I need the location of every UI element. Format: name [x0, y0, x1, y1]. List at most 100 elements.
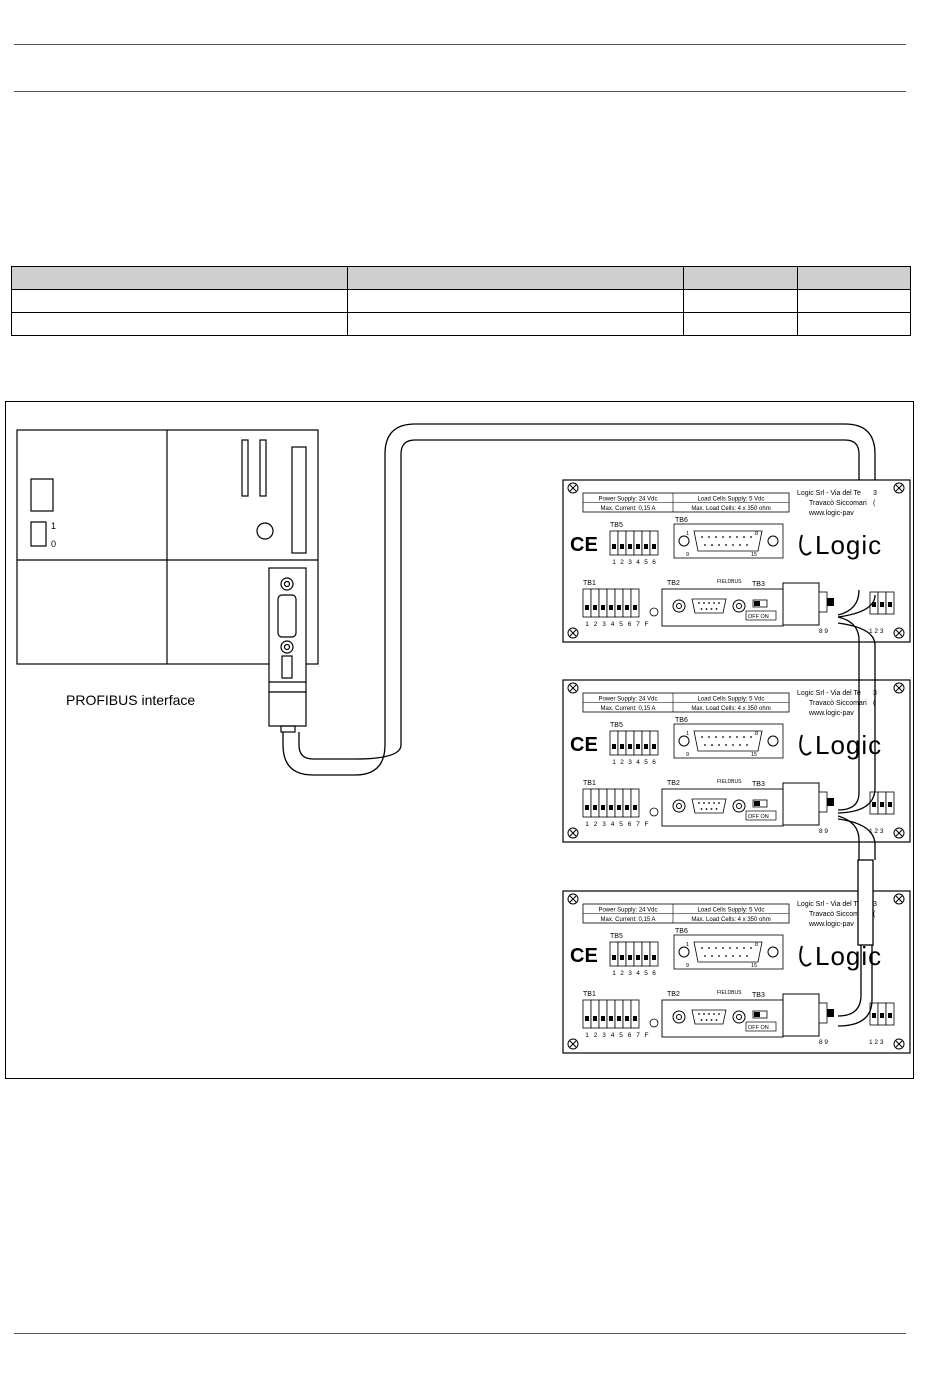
load-cells-supply-spec: Load Cells Supply: 5 Vdc — [697, 908, 764, 914]
company-address-line3: www.logic-pav — [808, 710, 854, 717]
fieldbus-label: FIELDBUS — [717, 579, 742, 585]
tb6-pin-15: 15 — [751, 963, 757, 969]
tb6-pin-8: 8 — [755, 531, 758, 537]
tb5-pin-label: 5 — [644, 759, 648, 766]
company-address-line2-tail: ( — [873, 911, 876, 918]
tb3-label: TB3 — [752, 781, 765, 788]
tb1-pin-label: 3 — [602, 621, 606, 628]
termination-switch — [752, 799, 768, 808]
tb1-pin-label: F — [645, 1032, 649, 1039]
wiring-diagram-frame — [5, 401, 914, 1079]
table-row — [11, 289, 911, 313]
max-load-cells-spec: Max. Load Cells: 4 x 350 ohm — [691, 506, 770, 512]
logic-logo: Logic — [799, 730, 882, 760]
company-address-line1: Logic Srl - Via del Te — [797, 690, 861, 697]
termination-switch — [752, 599, 768, 608]
tb1-pin-label: F — [645, 821, 649, 828]
profibus-interface-label: PROFIBUS interface — [66, 692, 195, 708]
tb3-label: TB3 — [752, 581, 765, 588]
max-current-spec: Max. Current: 0,15 A — [600, 506, 655, 512]
tb5-pin-label: 6 — [652, 759, 656, 766]
tb5-pin-label: 2 — [620, 559, 624, 566]
led-indicator — [649, 807, 659, 817]
tb4-terminal-block — [869, 1002, 895, 1026]
footer-rule — [14, 1333, 906, 1334]
profibus-cable — [282, 423, 876, 776]
company-address-line2-tail: ( — [873, 500, 876, 507]
ce-mark: CE — [570, 734, 598, 756]
tb2-fieldbus-db9-connector — [661, 588, 784, 627]
screw-icon — [893, 827, 905, 839]
led-indicator — [649, 607, 659, 617]
blank-table — [11, 266, 911, 336]
tb2-label: TB2 — [667, 991, 680, 998]
tb5-pin-label: 3 — [628, 559, 632, 566]
tb1-pin-label: 7 — [636, 821, 640, 828]
screw-icon — [567, 893, 579, 905]
tb1-pin-label: 1 — [585, 821, 589, 828]
screw-icon — [567, 482, 579, 494]
logo-text: Logic — [815, 941, 882, 971]
tb6-label: TB6 — [675, 928, 688, 935]
company-address-line1-tail: 3 — [873, 901, 877, 908]
tb5-pin-label: 2 — [620, 970, 624, 977]
tb5-pin-label: 1 — [612, 970, 616, 977]
power-supply-spec: Power Supply: 24 Vdc — [598, 497, 657, 503]
tb4-pin-labels: 1 2 3 — [869, 1039, 884, 1046]
logic-logo: Logic — [799, 530, 881, 560]
screw-icon — [893, 893, 905, 905]
logo-text: Logic — [815, 730, 882, 760]
tb5-pin-label: 1 — [612, 759, 616, 766]
max-load-cells-spec: Max. Load Cells: 4 x 350 ohm — [691, 917, 770, 923]
tb5-pin-label: 4 — [636, 970, 640, 977]
load-cells-supply-spec: Load Cells Supply: 5 Vdc — [697, 497, 764, 503]
tb1-pin-label: 2 — [594, 621, 598, 628]
tb5-pin-label: 2 — [620, 759, 624, 766]
header-rule-bottom — [14, 91, 906, 92]
tb5-pin-label: 5 — [644, 559, 648, 566]
tb5-pin-label: 6 — [652, 559, 656, 566]
tb4-terminal-block — [869, 591, 895, 615]
tb6-db15-connector — [673, 523, 784, 559]
tb5-label: TB5 — [610, 722, 623, 729]
max-current-spec: Max. Current: 0,15 A — [600, 706, 655, 712]
tb1-pin-label: 5 — [619, 621, 623, 628]
tb5-pin-label: 3 — [628, 759, 632, 766]
company-address-line3: www.logic-pav — [808, 921, 854, 928]
off-on-label: OFF ON — [748, 814, 769, 820]
power-supply-spec: Power Supply: 24 Vdc — [598, 697, 657, 703]
bus-plug — [782, 782, 820, 826]
led-indicator — [649, 1018, 659, 1028]
tb6-label: TB6 — [675, 717, 688, 724]
tb3-pin-labels: 8 9 — [819, 828, 828, 835]
company-address-line1: Logic Srl - Via del Te — [797, 490, 861, 497]
tb6-pin-8: 8 — [755, 731, 758, 737]
link-cables — [837, 589, 876, 1027]
logic-logo: Logic — [799, 941, 882, 971]
max-load-cells-spec: Max. Load Cells: 4 x 350 ohm — [691, 706, 770, 712]
company-address-line3: www.logic-pav — [808, 510, 854, 517]
ce-mark: CE — [570, 945, 598, 967]
tb6-pin-1: 1 — [686, 942, 689, 948]
tb3-label: TB3 — [752, 992, 765, 999]
bus-plug — [782, 993, 820, 1037]
tb5-pin-label: 4 — [636, 559, 640, 566]
company-address-line2: Travacò Siccomari — [809, 500, 867, 507]
fieldbus-label: FIELDBUS — [717, 990, 742, 996]
tb1-pin-label: 2 — [594, 1032, 598, 1039]
screw-icon — [893, 482, 905, 494]
company-address-line1: Logic Srl - Via del Te — [797, 901, 861, 908]
termination-switch — [752, 1010, 768, 1019]
screw-icon — [567, 1038, 579, 1050]
tb6-pin-1: 1 — [686, 531, 689, 537]
screw-icon — [567, 627, 579, 639]
off-on-label: OFF ON — [748, 1025, 769, 1031]
tb5-pin-label: 3 — [628, 970, 632, 977]
